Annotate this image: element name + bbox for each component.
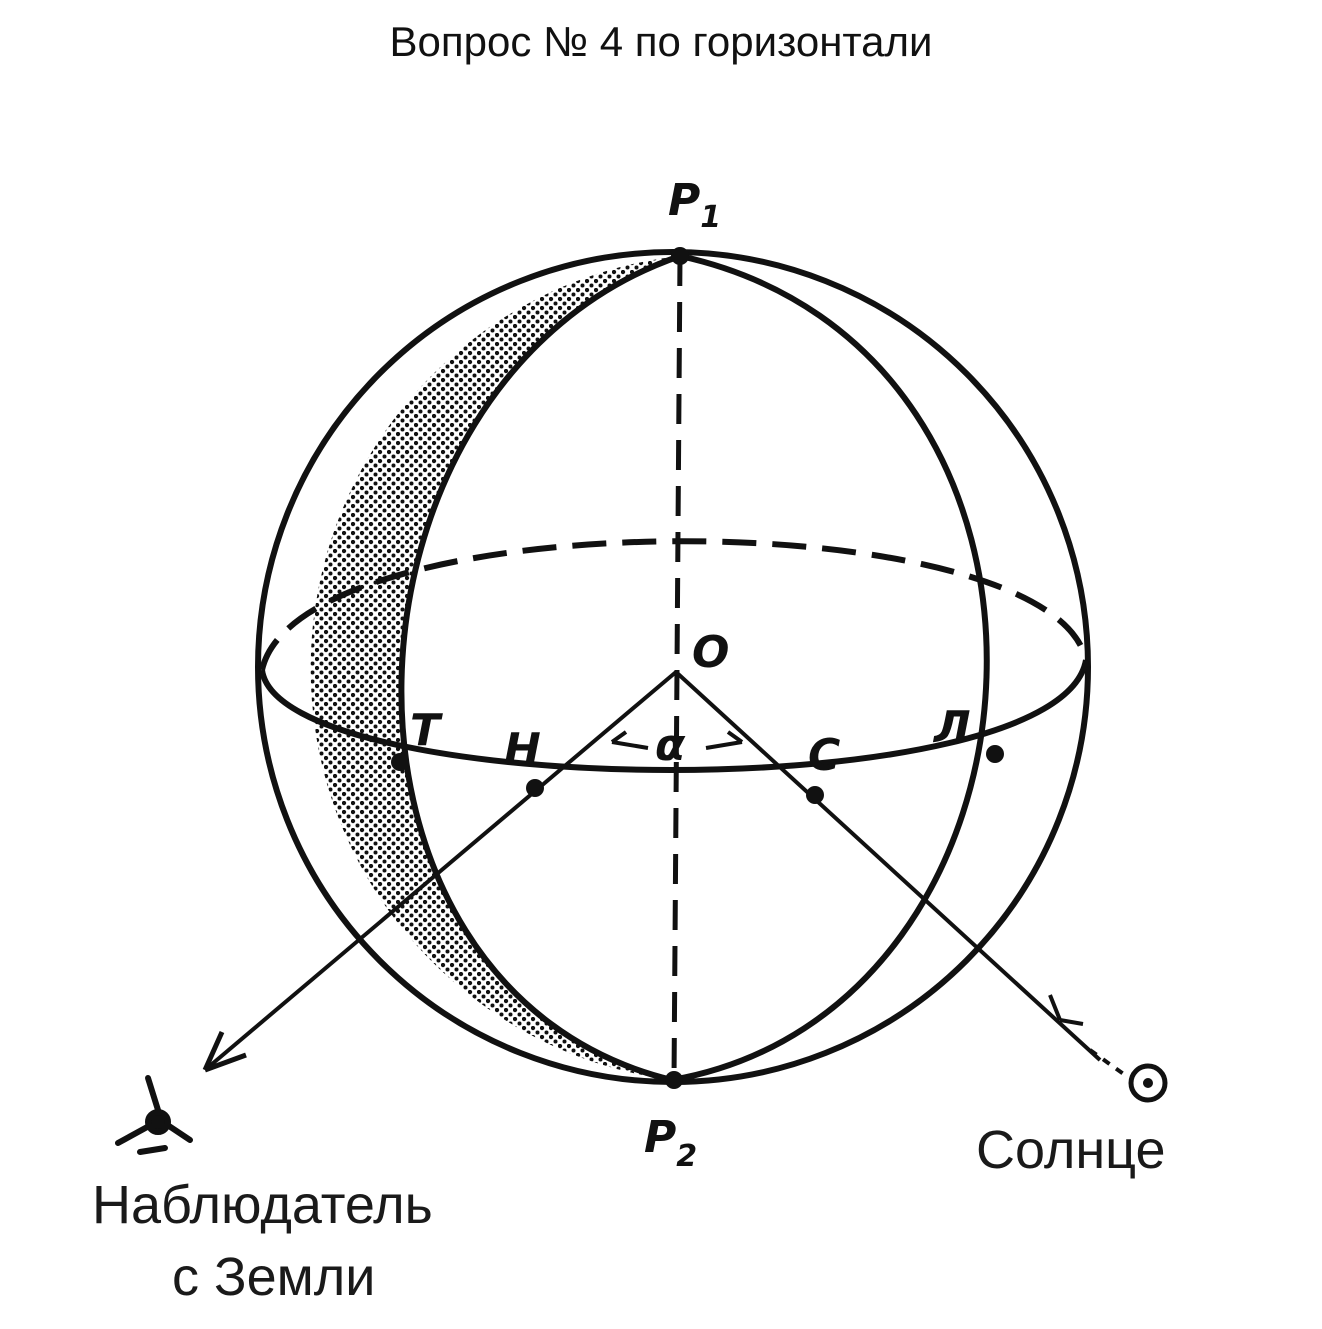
- caption-observer-line2: с Земли: [172, 1247, 375, 1307]
- label-p1: P1: [668, 175, 721, 235]
- point-p1-dot: [671, 247, 689, 265]
- label-o: O: [692, 627, 729, 678]
- point-n-dot: [526, 779, 544, 797]
- line-to-observer: [203, 670, 678, 1072]
- observer-arrowhead: [202, 1030, 247, 1073]
- polar-axis: [671, 255, 683, 1081]
- meridian-right: [671, 253, 990, 1083]
- equator-back: [259, 538, 1089, 671]
- point-p2-dot: [665, 1071, 683, 1089]
- equator-front: [259, 659, 1089, 773]
- point-l-dot: [986, 745, 1004, 763]
- sun-arrowhead: [1048, 994, 1084, 1026]
- caption-observer-line1: Наблюдатель: [92, 1175, 433, 1235]
- observer-eye-icon: [115, 1075, 193, 1155]
- meridian-left: [398, 253, 681, 1083]
- page-title: Вопрос № 4 по горизонтали: [389, 18, 933, 65]
- label-l: Л: [932, 702, 971, 753]
- point-t-dot: [391, 753, 409, 771]
- label-t: Т: [410, 705, 443, 756]
- label-n: Н: [504, 724, 541, 775]
- sun-icon: [1128, 1063, 1168, 1103]
- label-alpha: α: [655, 720, 686, 771]
- caption-sun: Солнце: [976, 1120, 1166, 1180]
- label-s: С: [808, 730, 840, 781]
- label-p2: P2: [644, 1112, 697, 1174]
- shaded-crescent: [310, 256, 680, 1080]
- line-to-sun: [674, 670, 1102, 1062]
- alpha-arrow-right: [705, 730, 744, 750]
- sun-ray-dashes: [1088, 1048, 1127, 1077]
- alpha-arrow-left: [610, 730, 649, 750]
- point-s-dot: [806, 786, 824, 804]
